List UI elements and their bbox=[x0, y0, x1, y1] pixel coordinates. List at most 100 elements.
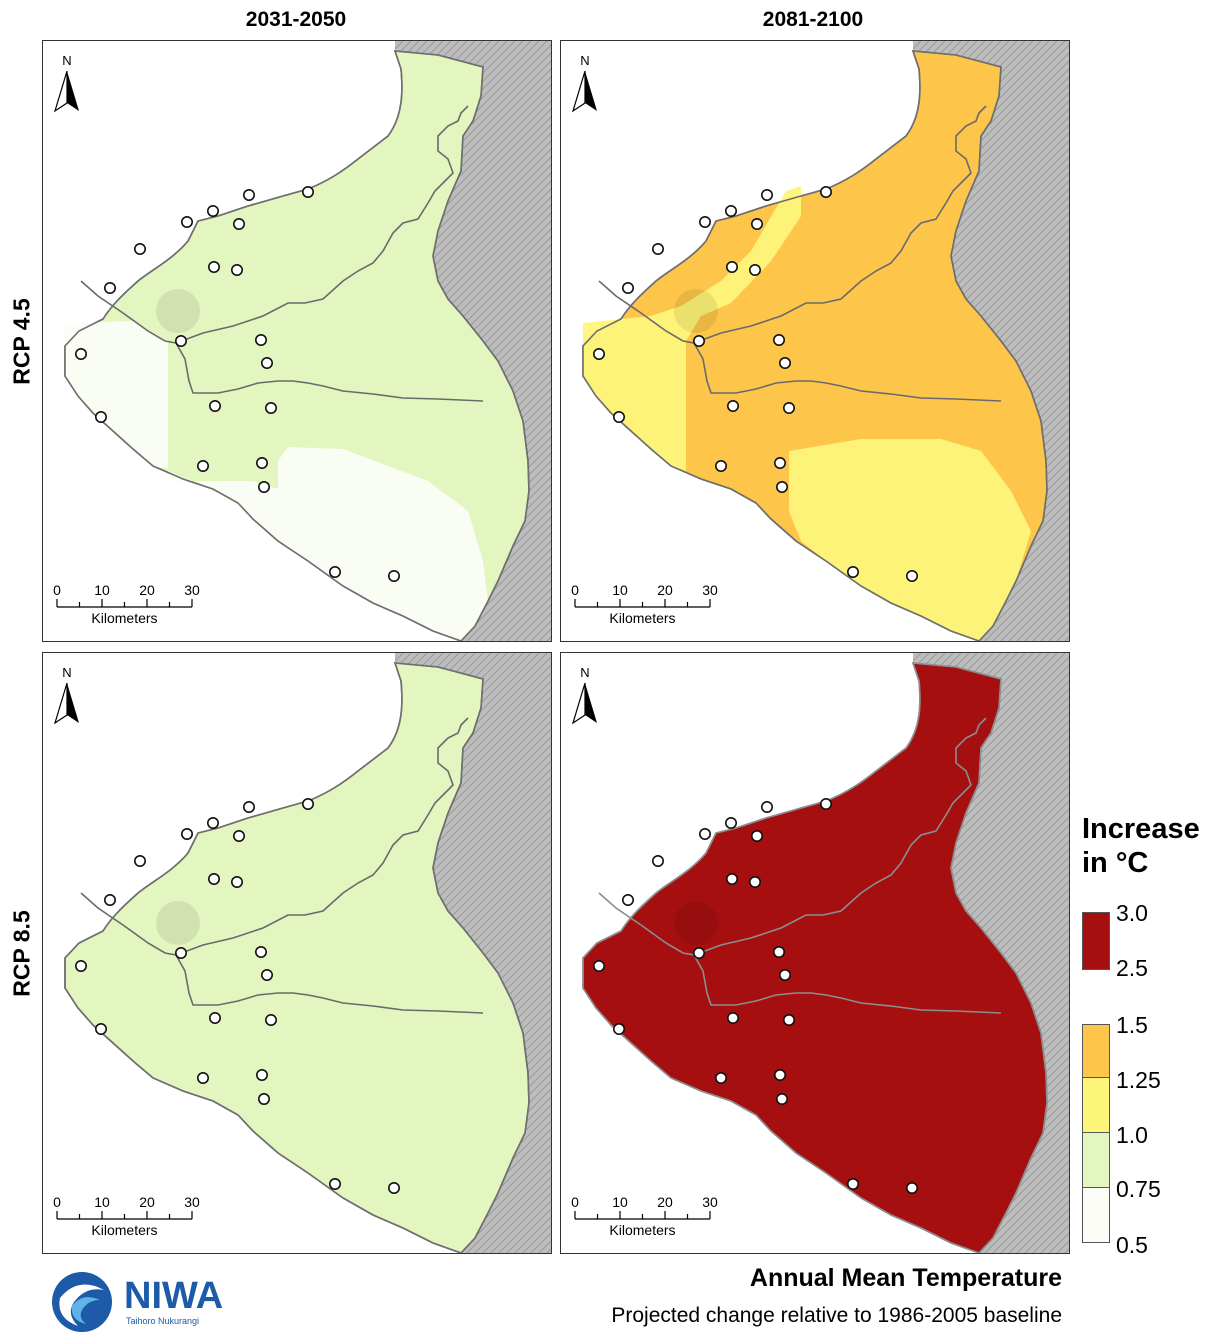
region-outline bbox=[64, 662, 530, 1253]
station-marker bbox=[751, 830, 764, 843]
legend-label-0.5: 0.5 bbox=[1116, 1232, 1148, 1258]
station-marker bbox=[751, 218, 764, 231]
station-marker bbox=[725, 817, 738, 830]
mountain-shade bbox=[674, 289, 718, 333]
district-boundary-north bbox=[175, 717, 469, 956]
station-marker bbox=[776, 1092, 789, 1105]
district-boundary bbox=[598, 892, 1002, 1014]
station-marker bbox=[231, 264, 244, 277]
station-marker bbox=[74, 959, 87, 972]
legend-title-line2: in °C bbox=[1082, 847, 1149, 879]
north-arrow-icon-dark bbox=[585, 71, 597, 111]
terrain-hillshade bbox=[395, 41, 551, 641]
station-marker bbox=[103, 282, 116, 295]
station-marker bbox=[301, 798, 314, 811]
station-marker bbox=[387, 569, 400, 582]
station-marker bbox=[621, 282, 634, 295]
station-marker bbox=[208, 261, 221, 274]
station-marker bbox=[255, 945, 268, 958]
north-arrow-icon-dark bbox=[67, 683, 79, 723]
station-marker bbox=[233, 830, 246, 843]
station-marker bbox=[181, 216, 194, 229]
region-fill-lower-class-south bbox=[789, 439, 1031, 641]
scale-bar-tick-label: 20 bbox=[657, 1194, 673, 1210]
region-fill-lower-class-west bbox=[583, 186, 801, 471]
station-marker bbox=[103, 894, 116, 907]
station-marker bbox=[699, 216, 712, 229]
station-marker bbox=[715, 459, 728, 472]
station-marker bbox=[387, 1181, 400, 1194]
district-boundary bbox=[80, 280, 484, 402]
station-marker bbox=[231, 876, 244, 889]
station-marker bbox=[776, 480, 789, 493]
scale-bar-tick-label: 10 bbox=[94, 1194, 110, 1210]
station-marker bbox=[181, 828, 194, 841]
row-title-rcp85: RCP 8.5 bbox=[8, 910, 35, 997]
station-marker bbox=[621, 894, 634, 907]
station-marker bbox=[761, 801, 774, 814]
station-marker bbox=[774, 456, 787, 469]
station-marker bbox=[819, 186, 832, 199]
north-arrow-label: N bbox=[580, 665, 589, 680]
station-marker bbox=[328, 1177, 341, 1190]
station-marker bbox=[175, 946, 188, 959]
scale-bar-unit: Kilometers bbox=[91, 1222, 157, 1238]
scale-bar-unit: Kilometers bbox=[91, 610, 157, 626]
station-marker bbox=[652, 243, 665, 256]
scale-bar-tick-label: 20 bbox=[139, 1194, 155, 1210]
north-arrow-icon bbox=[53, 70, 68, 113]
scale-bar-unit: Kilometers bbox=[609, 1222, 675, 1238]
station-marker bbox=[779, 356, 792, 369]
legend-title: Increase in °C bbox=[1082, 812, 1200, 880]
station-marker bbox=[94, 410, 107, 423]
legend-label-1.5: 1.5 bbox=[1116, 1012, 1148, 1038]
station-marker bbox=[715, 1071, 728, 1084]
station-marker bbox=[783, 1013, 796, 1026]
station-marker bbox=[819, 798, 832, 811]
station-marker bbox=[258, 1092, 271, 1105]
scale-bar-tick-label: 10 bbox=[94, 582, 110, 598]
district-boundary-north bbox=[693, 717, 987, 956]
scale-bar-tick-label: 0 bbox=[53, 582, 61, 598]
mountain-shade bbox=[674, 901, 718, 945]
station-marker bbox=[727, 1011, 740, 1024]
scale-bar-tick-label: 30 bbox=[702, 582, 718, 598]
legend-title-line1: Increase bbox=[1082, 813, 1200, 845]
legend-label-1.0: 1.0 bbox=[1116, 1122, 1148, 1148]
north-arrow-icon bbox=[571, 682, 586, 725]
station-marker bbox=[726, 873, 739, 886]
district-boundary-north bbox=[693, 105, 987, 344]
station-marker bbox=[256, 1068, 269, 1081]
station-marker bbox=[301, 186, 314, 199]
legend-swatch-1.0-1.25 bbox=[1082, 1077, 1110, 1134]
legend-label-2.5: 2.5 bbox=[1116, 955, 1148, 981]
station-marker bbox=[255, 333, 268, 346]
terrain-hillshade bbox=[913, 653, 1069, 1253]
north-arrow-icon-dark bbox=[67, 71, 79, 111]
legend-swatch-0.75-1.0 bbox=[1082, 1132, 1110, 1189]
station-marker bbox=[261, 356, 274, 369]
scale-bar-tick-label: 30 bbox=[702, 1194, 718, 1210]
station-marker bbox=[592, 347, 605, 360]
north-arrow-label: N bbox=[62, 53, 71, 68]
station-marker bbox=[209, 399, 222, 412]
station-marker bbox=[725, 205, 738, 218]
north-arrow-icon bbox=[53, 682, 68, 725]
scale-bar-tick-label: 20 bbox=[139, 582, 155, 598]
figure-subtitle: Projected change relative to 1986-2005 b… bbox=[611, 1304, 1062, 1327]
station-marker bbox=[749, 876, 762, 889]
station-marker bbox=[328, 565, 341, 578]
station-marker bbox=[197, 459, 210, 472]
station-marker bbox=[774, 1068, 787, 1081]
station-marker bbox=[699, 828, 712, 841]
row-title-rcp45: RCP 4.5 bbox=[8, 298, 35, 385]
station-marker bbox=[134, 855, 147, 868]
station-marker bbox=[693, 946, 706, 959]
scale-bar-tick-label: 0 bbox=[571, 1194, 579, 1210]
svg-text:NIWA: NIWA bbox=[124, 1275, 223, 1317]
station-marker bbox=[256, 456, 269, 469]
region-fill-lower-class bbox=[65, 321, 488, 641]
region-outline bbox=[64, 50, 530, 641]
